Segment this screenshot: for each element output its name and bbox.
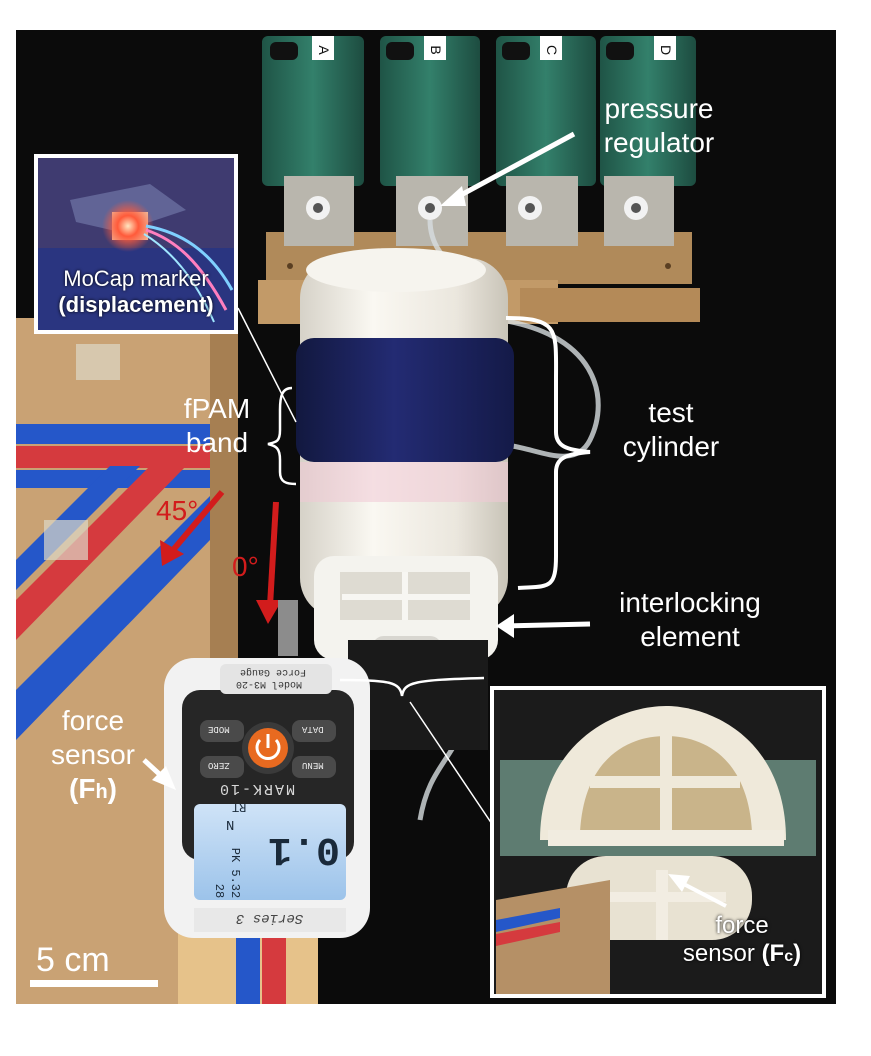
label-sensor-line2: sensor (50, 739, 136, 770)
label-fpam-band: fPAM band (172, 392, 262, 460)
gauge-button-mode: MODE (208, 724, 230, 734)
blue-tape-horizontal (16, 424, 210, 444)
label-interlocking-element: interlocking element (590, 586, 790, 654)
gauge-peak-secondary: 28 (212, 883, 227, 899)
regulator-tag-b: B (428, 45, 444, 54)
label-element-line2: element (640, 621, 740, 652)
inset-fc-close: ) (793, 940, 802, 967)
inset-mocap-label: MoCap marker (displacement) (38, 266, 234, 318)
pressure-regulators: A B C D (262, 36, 696, 246)
force-gauge (164, 600, 370, 938)
inset-fc-photo (490, 686, 826, 998)
inset-mocap-line1: MoCap marker (63, 266, 209, 291)
gauge-peak: PK 5.32 (228, 847, 243, 899)
test-cylinder-photo (296, 248, 514, 666)
gauge-button-menu: MENU (302, 760, 324, 770)
inset-fc-line1: force (715, 912, 769, 939)
annotation-lines (142, 131, 591, 831)
gauge-mode: RT (232, 800, 247, 814)
scale-bar-line (30, 980, 158, 987)
fh-close: ) (107, 773, 117, 804)
inset-fc-sensor: sensor (682, 940, 762, 967)
scale-bar-label: 5 cm (36, 941, 110, 979)
label-fh-symbol: (Fh) (38, 772, 148, 809)
regulator-a (262, 36, 364, 246)
label-band-line2: band (185, 427, 249, 458)
gauge-button-zero: ZERO (208, 760, 230, 770)
gauge-button-data: DATA (302, 724, 324, 734)
regulator-b (380, 36, 480, 246)
label-angle-45: 45° (156, 495, 199, 526)
gauge-series: Series 3 (236, 910, 304, 926)
gauge-unit: N (226, 816, 235, 832)
test-cylinder-bracket (505, 316, 591, 590)
label-pressure-regulator: pressure regulator (584, 92, 734, 160)
fpam-band-photo (296, 338, 514, 462)
interlocking-bracket (339, 676, 485, 697)
regulator-tag-d: D (658, 45, 674, 55)
label-test-cylinder: test cylinder (596, 396, 746, 464)
fpam-band-bracket (267, 386, 297, 486)
regulator-c (496, 36, 596, 246)
direction-arrows (160, 490, 282, 624)
label-pressure-line1: pressure (604, 93, 714, 124)
fh-subscript: h (95, 781, 108, 803)
inset-fc-label: force sensor (Fc) (664, 912, 820, 971)
gauge-model: Model M3-20 (236, 678, 303, 689)
red-tape-diagonal (16, 466, 186, 640)
regulator-tag-c: C (544, 45, 560, 55)
label-force-line1: force (61, 705, 125, 736)
red-tape-horizontal (16, 446, 210, 468)
regulator-tag-a: A (316, 45, 332, 55)
label-angle-0: 0° (232, 551, 259, 582)
gauge-name: MARK-10 (218, 780, 296, 797)
inset-mocap-photo (34, 154, 238, 334)
fh-open: (F (69, 773, 96, 804)
label-fpam-line1: fPAM (183, 393, 251, 424)
gauge-lcd (194, 804, 346, 900)
regulator-d (600, 36, 696, 246)
label-regulator-line2: regulator (603, 127, 715, 158)
inset-fc-line2: sensor (Fc) (664, 940, 820, 971)
gauge-reading: 0.1 (268, 826, 341, 871)
label-test-line1: test (648, 397, 694, 428)
label-force-sensor-h: force sensor (Fh) (38, 704, 148, 809)
label-interlocking-line1: interlocking (619, 587, 761, 618)
inset-fc-subscript: c (784, 948, 794, 965)
inset-mocap-line2: (displacement) (58, 292, 214, 317)
cylinder-mount (348, 640, 488, 750)
label-cylinder-line2: cylinder (622, 431, 720, 462)
gauge-brand: Force Gauge (240, 666, 307, 677)
inset-fc-open: (F (761, 940, 785, 967)
